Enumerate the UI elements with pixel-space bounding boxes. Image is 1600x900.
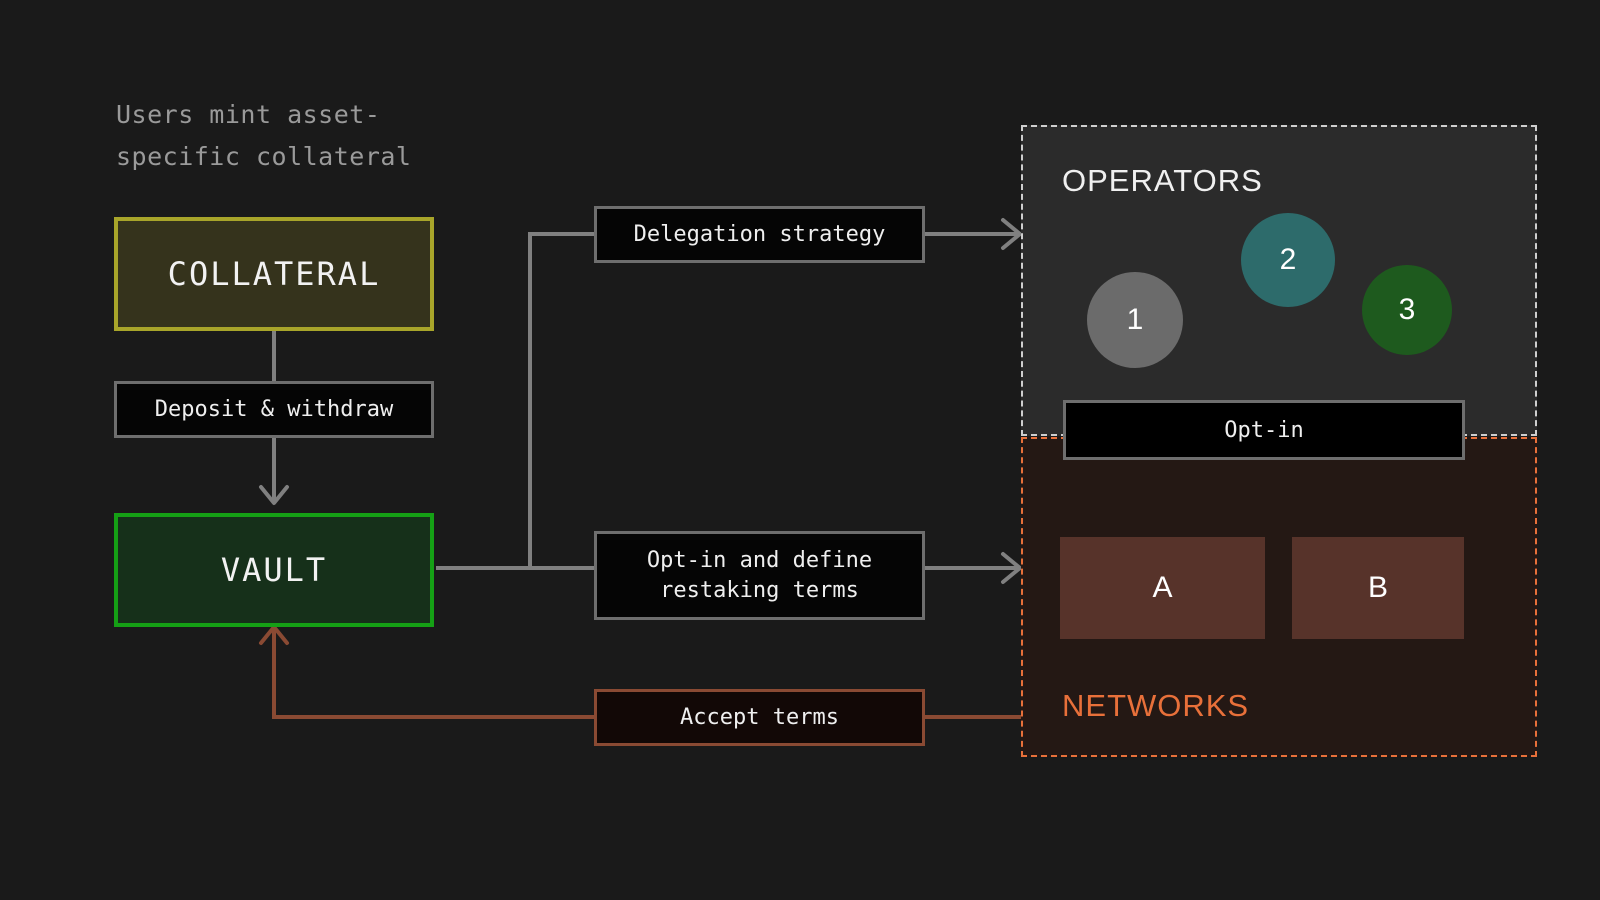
network-box-b[interactable]: B <box>1292 537 1464 639</box>
accept-terms-label: Accept terms <box>680 704 839 730</box>
optin-restaking-label: Opt-in and define restaking terms <box>646 547 873 603</box>
optin-bar-label: Opt-in <box>1224 417 1304 443</box>
accept-terms-plate[interactable]: Accept terms <box>594 689 925 746</box>
delegation-strategy-label: Delegation strategy <box>633 221 886 247</box>
operator-circle-2-label: 2 <box>1279 243 1297 276</box>
optin-bar[interactable]: Opt-in <box>1063 400 1465 460</box>
vault-label: VAULT <box>220 551 328 589</box>
networks-panel-title: NETWORKS <box>1062 688 1250 723</box>
operator-circle-1[interactable]: 1 <box>1087 272 1183 368</box>
line-vault-to-delegation <box>436 232 594 570</box>
network-box-a-label: A <box>1152 571 1173 604</box>
arrowhead-delegation-to-operators <box>1001 218 1022 250</box>
arrowhead-deposit-to-vault <box>259 485 289 505</box>
collateral-box[interactable]: COLLATERAL <box>114 217 434 331</box>
operators-panel-title: OPERATORS <box>1062 163 1263 198</box>
network-box-a[interactable]: A <box>1060 537 1265 639</box>
operator-circle-3-label: 3 <box>1398 293 1416 326</box>
vault-box[interactable]: VAULT <box>114 513 434 627</box>
line-accept-to-vault <box>272 628 594 719</box>
optin-restaking-plate[interactable]: Opt-in and define restaking terms <box>594 531 925 620</box>
delegation-strategy-plate[interactable]: Delegation strategy <box>594 206 925 263</box>
caption-users-mint: Users mint asset- specific collateral <box>116 100 412 171</box>
deposit-withdraw-label: Deposit & withdraw <box>154 396 394 422</box>
collateral-label: COLLATERAL <box>167 255 381 293</box>
operator-circle-1-label: 1 <box>1126 303 1144 336</box>
operator-circle-3[interactable]: 3 <box>1362 265 1452 355</box>
arrowhead-optin-terms-to-networks <box>1001 552 1022 584</box>
deposit-withdraw-plate[interactable]: Deposit & withdraw <box>114 381 434 438</box>
operator-circle-2[interactable]: 2 <box>1241 213 1335 307</box>
arrowhead-accept-to-vault <box>259 625 289 645</box>
network-box-b-label: B <box>1367 571 1388 604</box>
